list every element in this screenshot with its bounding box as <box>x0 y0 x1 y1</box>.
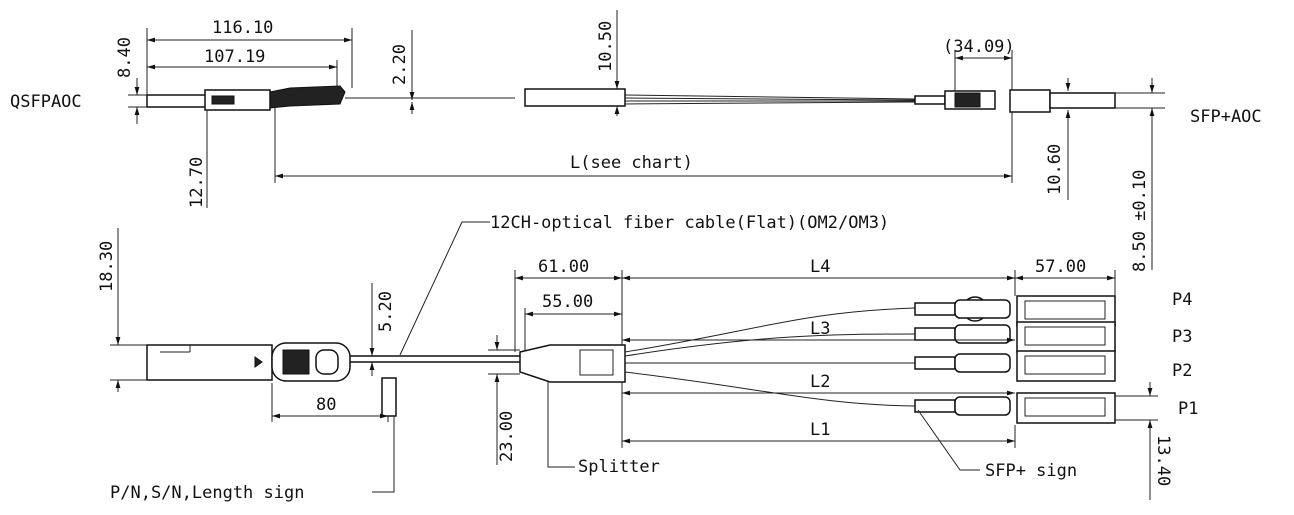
sfp-connector-p2 <box>914 350 1116 382</box>
cable-label: 12CH-optical fiber cable(Flat)(OM2/OM3) <box>490 213 889 233</box>
pn-sn-length-label: P/N,S/N,Length sign <box>110 483 304 503</box>
dim-57-00: 57.00 <box>1035 257 1086 277</box>
sfp-sign-label: SFP+ sign <box>985 461 1077 481</box>
dim-L1: L1 <box>810 420 830 440</box>
dim-55-00: 55.00 <box>542 292 593 312</box>
top-splitter <box>524 88 626 107</box>
sfp-aoc-label: SFP+AOC <box>1190 107 1262 127</box>
dim-length: L(see chart) <box>570 153 693 173</box>
dim-8-40: 8.40 <box>115 37 135 78</box>
dim-10-50: 10.50 <box>596 21 616 72</box>
dim-13-40: 13.40 <box>1153 435 1173 486</box>
sfp-connector-p3 <box>914 321 1116 353</box>
sfp-connector-top <box>914 89 1116 113</box>
port-label-p3: P3 <box>1172 327 1192 347</box>
dim-80: 80 <box>316 395 336 415</box>
top-view: 116.10 107.19 8.40 QSFPAOC 12.70 2.20 10… <box>10 10 1262 272</box>
breakout-fibers <box>624 307 916 407</box>
dim-5-20: 5.20 <box>376 291 396 332</box>
top-fibers <box>624 94 916 105</box>
dim-34-09: (34.09) <box>943 37 1015 57</box>
dim-8-50: 8.50 ±0.10 <box>1130 170 1150 272</box>
qsfp-connector <box>146 85 515 111</box>
dim-10-60: 10.60 <box>1045 144 1065 195</box>
sfp-connector-p4 <box>914 295 1116 327</box>
dim-2-20: 2.20 <box>390 44 410 85</box>
qsfp-aoc-label: QSFPAOC <box>10 92 82 112</box>
port-label-p4: P4 <box>1172 290 1192 310</box>
dim-116-10: 116.10 <box>212 18 273 38</box>
dim-L2: L2 <box>810 372 830 392</box>
splitter-label: Splitter <box>578 457 660 477</box>
dim-107-19: 107.19 <box>204 47 265 67</box>
splitter <box>519 344 626 383</box>
dim-12-70: 12.70 <box>187 157 207 208</box>
dim-23-00: 23.00 <box>497 411 517 462</box>
sfp-connector-p1 <box>914 392 1116 424</box>
dim-L4: L4 <box>810 257 830 277</box>
qsfp-connector-bottom <box>146 342 351 382</box>
dim-L3: L3 <box>810 319 830 339</box>
port-label-p1: P1 <box>1178 399 1198 419</box>
dim-18-30: 18.30 <box>97 241 117 292</box>
port-label-p2: P2 <box>1172 361 1192 381</box>
pn-tag <box>381 377 397 417</box>
bottom-view: P4 P3 P2 P1 12CH-optical fiber cable(Fla… <box>97 213 1198 503</box>
dim-61-00: 61.00 <box>538 257 589 277</box>
